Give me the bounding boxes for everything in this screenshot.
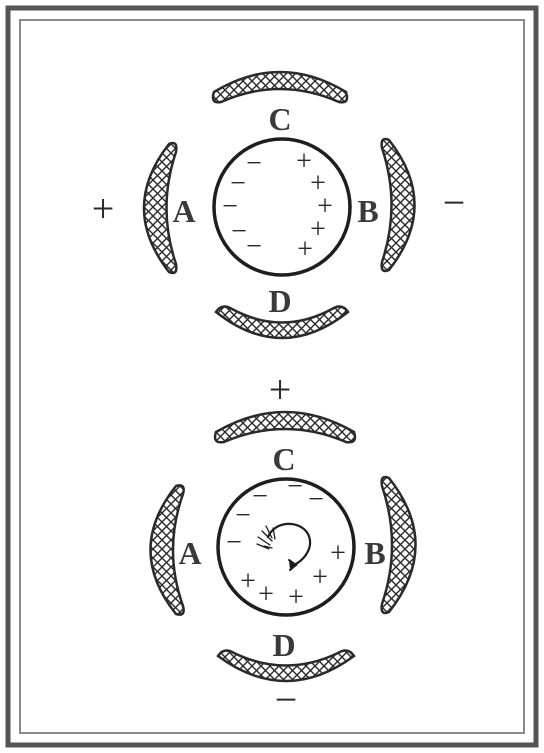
top-label-b: B bbox=[357, 193, 378, 229]
charge-minus: − bbox=[231, 216, 247, 247]
bottom-label-a: A bbox=[178, 535, 201, 571]
charge-plus: + bbox=[240, 566, 256, 597]
top-diagram: − − − − − + + + + + C D A B + − bbox=[92, 72, 466, 338]
charge-minus: − bbox=[246, 148, 262, 179]
bottom-pole-b bbox=[382, 477, 416, 613]
charge-minus: − bbox=[246, 231, 262, 262]
bottom-diagram: − − − − − + + + + + C D A B + − bbox=[151, 367, 416, 722]
charge-minus: − bbox=[226, 527, 242, 558]
charge-plus: + bbox=[330, 538, 346, 569]
top-pole-c bbox=[213, 72, 347, 102]
charge-plus: + bbox=[297, 234, 313, 265]
bottom-label-d: D bbox=[272, 627, 295, 663]
bottom-external-top-sign: + bbox=[269, 367, 292, 412]
top-label-d: D bbox=[268, 283, 291, 319]
top-label-a: A bbox=[172, 193, 195, 229]
charge-plus: + bbox=[288, 582, 304, 613]
bottom-pole-c bbox=[215, 412, 355, 442]
bottom-label-b: B bbox=[364, 535, 385, 571]
charge-minus: − bbox=[308, 484, 324, 515]
bottom-external-bottom-sign: − bbox=[275, 677, 298, 722]
top-pole-b bbox=[382, 139, 415, 271]
top-external-left-sign: + bbox=[92, 186, 115, 231]
top-external-right-sign: − bbox=[443, 180, 466, 225]
bottom-label-c: C bbox=[272, 441, 295, 477]
charge-plus: + bbox=[312, 562, 328, 593]
top-label-c: C bbox=[268, 101, 291, 137]
charge-plus: + bbox=[258, 579, 274, 610]
charge-minus: − bbox=[252, 481, 268, 512]
